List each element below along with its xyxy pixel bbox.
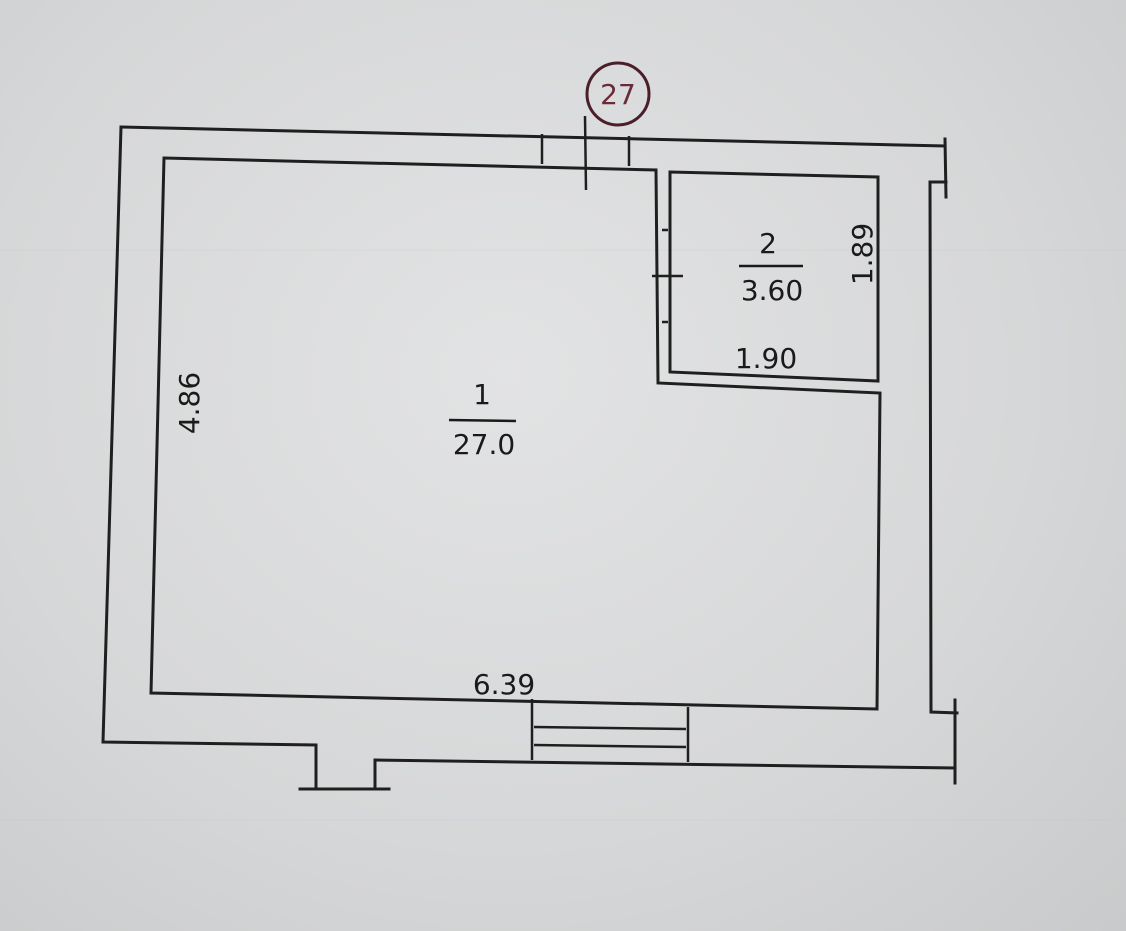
room-1-number: 1	[473, 378, 491, 411]
outer-wall-bottom-right	[373, 758, 957, 770]
outer-wall-top	[119, 125, 947, 148]
outer-wall	[101, 125, 959, 785]
room-2-number: 2	[759, 227, 777, 260]
room-2-area: 3.60	[741, 274, 803, 307]
outer-wall-right	[928, 180, 959, 715]
dimension-room-2-width: 1.90	[735, 342, 797, 375]
room-1-outline	[149, 156, 882, 711]
background-texture	[0, 249, 1126, 821]
outer-wall-right-top-stub	[943, 137, 948, 199]
room-2-outline	[668, 170, 880, 383]
dimension-room-1-height: 4.86	[173, 372, 206, 434]
bottom-steps	[530, 699, 690, 762]
room-1-area: 27.0	[453, 428, 515, 461]
entrance-notch	[298, 743, 391, 791]
room-2-label: 2 3.60	[739, 227, 803, 307]
top-window	[540, 115, 631, 191]
room-1-label: 1 27.0	[448, 378, 517, 461]
partition-door-marks	[652, 228, 683, 324]
dimension-room-1-width: 6.39	[473, 668, 535, 701]
outer-wall-left	[101, 125, 318, 747]
dimension-room-2-height: 1.89	[846, 223, 879, 285]
plan-marker-label: 27	[600, 78, 636, 111]
plan-marker: 27	[585, 61, 651, 127]
